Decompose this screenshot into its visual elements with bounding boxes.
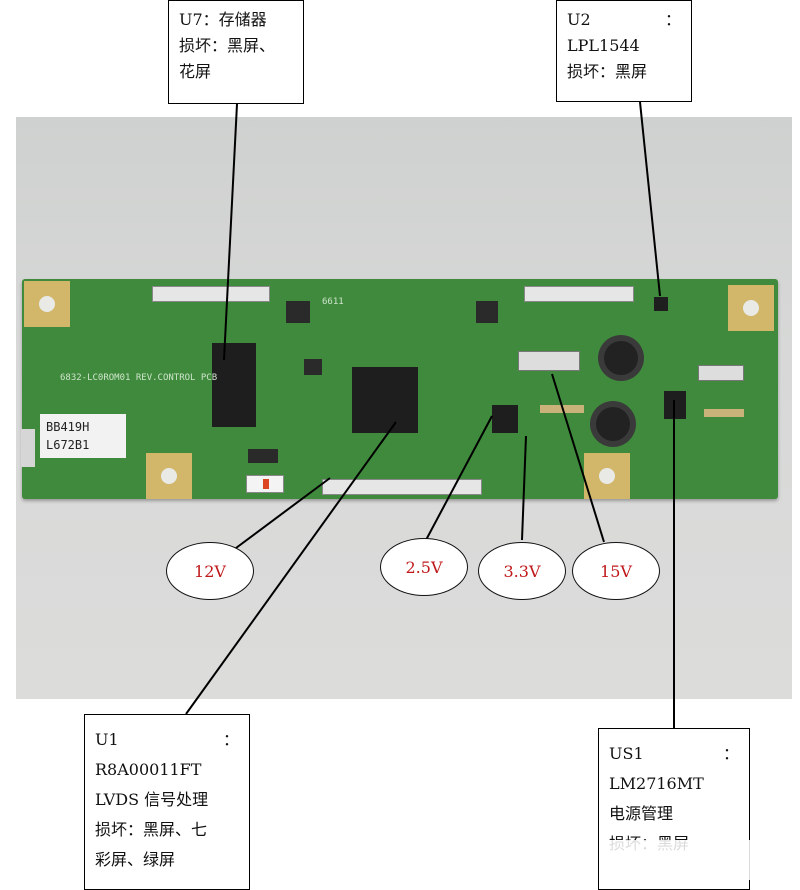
silk-label: 6832-LC0ROM01 REV.CONTROL PCB <box>60 373 218 383</box>
capacitor-row <box>698 365 744 381</box>
us1-ref: US1 <box>609 744 644 763</box>
leader-25v <box>425 415 493 541</box>
board-notch <box>21 429 35 467</box>
us1-part: LM2716MT <box>609 774 704 793</box>
inductor <box>596 407 630 441</box>
leader-12v <box>235 477 331 549</box>
callout-u1: U1 ： R8A00011FT LVDS 信号处理 损坏：黑屏、七 彩屏、绿屏 <box>84 714 250 890</box>
u7-damage-cont: 花屏 <box>179 62 212 81</box>
voltage-2-5v-label: 2.5V <box>405 557 443 577</box>
capacitor-row <box>518 351 580 371</box>
connector-cn1 <box>152 286 270 302</box>
u1-colon: ： <box>222 730 239 749</box>
connector-cn2 <box>524 286 634 302</box>
voltage-3-3v-label: 3.3V <box>503 561 541 581</box>
sticker-line1: BB419H <box>46 420 90 434</box>
chip-small <box>476 301 498 323</box>
leader-u7 <box>223 103 238 361</box>
u7-damage: 损坏：黑屏、 <box>179 36 276 55</box>
watermark-overlay <box>608 840 768 880</box>
voltage-3-3v: 3.3V <box>478 542 566 600</box>
board-sticker: BB419H L672B1 <box>40 414 126 458</box>
smd-row <box>704 409 744 417</box>
chip-small <box>286 301 310 323</box>
u1-ref: U1 <box>95 730 119 749</box>
mount-pad <box>146 453 192 499</box>
regulator <box>492 405 518 433</box>
voltage-15v-label: 15V <box>600 561 632 581</box>
tcon-board: 6611 6832-LC0ROM01 REV.CONTROL PCB <box>21 279 778 499</box>
mount-pad <box>728 285 774 331</box>
sticker-line2: L672B1 <box>46 438 90 452</box>
power-connector <box>246 475 284 493</box>
u1-part: R8A00011FT <box>95 760 202 779</box>
u1-damage: 损坏：黑屏、七 <box>95 820 208 839</box>
voltage-15v: 15V <box>572 542 660 600</box>
u1-header: U1 ： <box>95 725 239 755</box>
u2-damage: 损坏：黑屏 <box>567 62 648 81</box>
leader-u1 <box>185 421 397 715</box>
mount-pad <box>584 453 630 499</box>
u2-header: U2 ： <box>567 7 681 33</box>
callout-u7: U7：存储器 损坏：黑屏、 花屏 <box>168 0 304 104</box>
inductor <box>604 341 638 375</box>
chip-u7 <box>212 343 256 427</box>
us1-header: US1 ： <box>609 739 739 769</box>
u2-ref: U2 <box>567 10 591 29</box>
u2-part: LPL1544 <box>567 36 640 55</box>
connector-lvds <box>322 479 482 495</box>
u2-colon: ： <box>664 10 681 29</box>
u1-function: LVDS 信号处理 <box>95 790 209 809</box>
chip-small <box>248 449 278 463</box>
leader-33v <box>521 435 527 541</box>
mount-pad <box>24 281 70 327</box>
us1-colon: ： <box>722 744 739 763</box>
chip-u1 <box>352 367 418 433</box>
callout-u2: U2 ： LPL1544 损坏：黑屏 <box>556 0 692 102</box>
us1-function: 电源管理 <box>609 804 674 823</box>
u1-damage-cont: 彩屏、绿屏 <box>95 850 176 869</box>
voltage-2-5v: 2.5V <box>380 538 468 596</box>
silk-code: 6611 <box>322 297 344 307</box>
leader-u2 <box>639 101 661 297</box>
chip-u2 <box>654 297 668 311</box>
voltage-12v: 12V <box>166 542 254 600</box>
leader-15v <box>551 373 605 543</box>
chip-small <box>304 359 322 375</box>
voltage-12v-label: 12V <box>194 561 226 581</box>
u7-title: U7：存储器 <box>179 10 267 29</box>
